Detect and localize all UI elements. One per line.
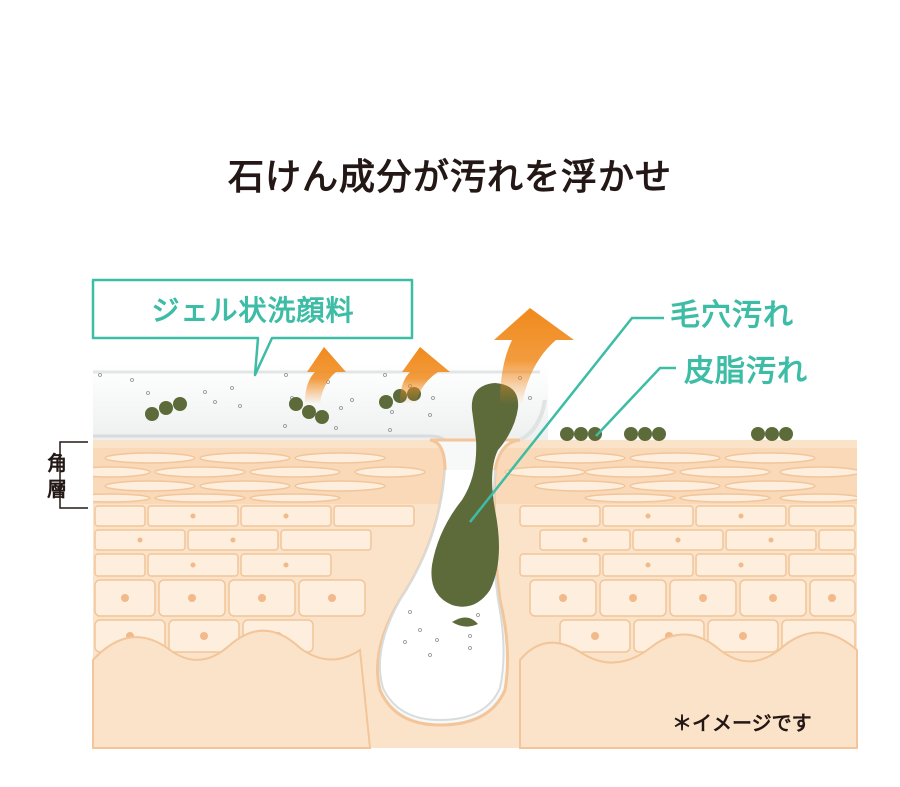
product-label: ジェル状洗顔料 [151,294,355,327]
product-label-box [91,278,414,377]
pore-plug [431,383,519,607]
image-note: ＊イメージです [672,711,812,735]
lift-arrows [305,308,574,404]
lift-arrow [400,347,450,404]
pore-dirt-label: 毛穴汚れ [670,298,794,333]
pore-dirt-leader [469,316,664,523]
sebum-dirt-label: 皮脂汚れ [684,354,808,389]
sebum-dirt-leader [595,366,676,437]
basement-membrane [92,629,372,749]
leader-lines [469,316,676,523]
cell-nuclei [121,513,836,640]
surface-sebum [560,427,793,441]
layer-bracket [59,441,88,509]
diagram-title: 石けん成分が汚れを浮かせ [227,157,672,198]
epidermis-cells [94,505,856,653]
stratum-corneum-label: 角 層 [44,450,70,502]
lift-arrow [494,308,574,404]
lift-arrow [305,347,346,404]
layer-label-line1: 角 [47,451,67,475]
layer-label-line2: 層 [47,477,67,501]
